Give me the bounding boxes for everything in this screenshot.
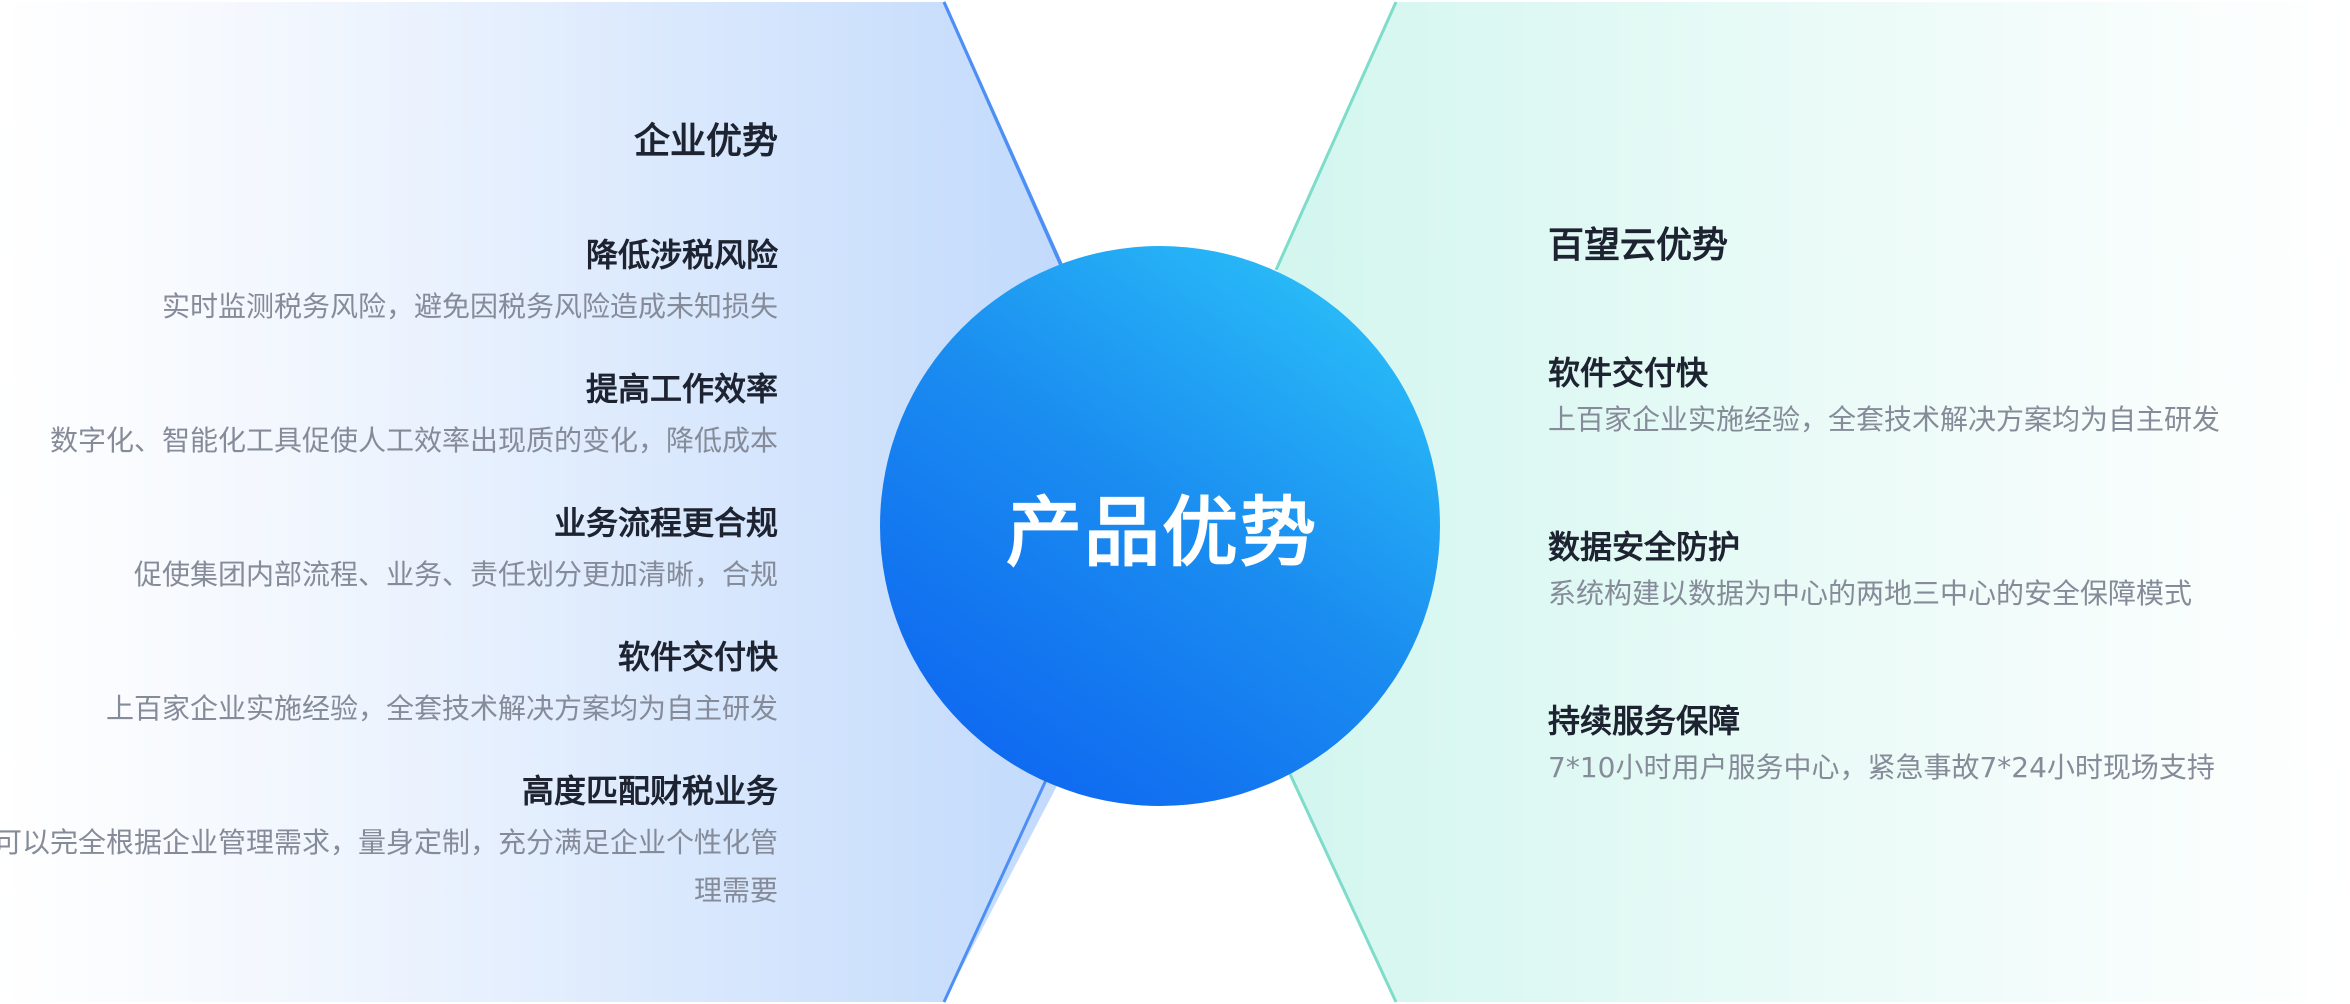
left-item-title: 软件交付快 — [617, 638, 778, 676]
right-item-title: 数据安全防护 — [1548, 528, 1741, 566]
left-item-title: 业务流程更合规 — [553, 504, 778, 542]
right-item-desc: 7*10小时用户服务中心，紧急事故7*24小时现场支持 — [1548, 751, 2215, 784]
left-item-desc: 数字化、智能化工具促使人工效率出现质的变化，降低成本 — [49, 424, 778, 457]
left-item-title: 高度匹配财税业务 — [521, 772, 778, 810]
right-panel-shape — [1278, 2, 2350, 1002]
left-item-desc: 可以完全根据企业管理需求，量身定制，充分满足企业个性化管理需要 — [0, 826, 778, 907]
left-item-title: 提高工作效率 — [585, 370, 778, 408]
left-panel-shape — [0, 2, 1060, 1002]
left-panel-title: 企业优势 — [633, 121, 778, 162]
right-item-title: 持续服务保障 — [1548, 702, 1741, 740]
right-item-desc: 上百家企业实施经验，全套技术解决方案均为自主研发 — [1548, 403, 2221, 436]
left-panel-lower-diagonal — [942, 779, 1048, 1003]
left-item-desc: 上百家企业实施经验，全套技术解决方案均为自主研发 — [105, 692, 778, 725]
right-item-desc: 系统构建以数据为中心的两地三中心的安全保障模式 — [1548, 577, 2193, 610]
right-item-title: 软件交付快 — [1548, 354, 1709, 392]
left-item-desc: 实时监测税务风险，避免因税务风险造成未知损失 — [161, 290, 778, 323]
left-item-title: 降低涉税风险 — [585, 236, 778, 274]
left-item-desc: 促使集团内部流程、业务、责任划分更加清晰，合规 — [133, 558, 778, 591]
center-title: 产品优势 — [1006, 488, 1318, 577]
right-panel-lower-diagonal — [1288, 773, 1398, 1003]
center-circle: 产品优势 — [880, 246, 1440, 806]
right-panel-title: 百望云优势 — [1548, 225, 1729, 266]
left-panel-upper-diagonal — [942, 1, 1064, 267]
right-panel-upper-diagonal — [1274, 1, 1398, 271]
